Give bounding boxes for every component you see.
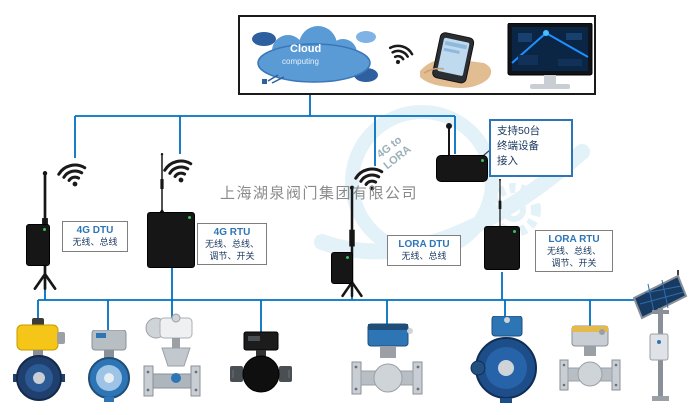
butterfly-valve-yellow-actuator-image	[13, 318, 65, 401]
capacity-note-box: 支持50台 终端设备 接入	[489, 119, 573, 177]
butterfly-valve-yellow-actuator	[12, 316, 66, 407]
device-desc: 调节、开关	[209, 250, 255, 261]
butterfly-valve-compact-actuator-image	[88, 329, 130, 402]
desktop-monitor-photo	[507, 23, 593, 89]
wifi-icon	[55, 160, 91, 192]
cloud-title: Cloud	[290, 43, 322, 55]
device-title: LORA RTU	[548, 234, 600, 245]
device-title: LORA DTU	[398, 239, 450, 250]
flanged-ball-valve-blue-actuator	[350, 322, 424, 409]
device-title: 4G RTU	[213, 227, 251, 238]
device-desc: 调节、开关	[551, 257, 597, 268]
solar-monitoring-pole	[628, 268, 692, 407]
solar-monitoring-pole-image	[632, 268, 688, 401]
butterfly-valve-large-blue-actuator-image	[470, 315, 537, 403]
device-lora-rtu	[484, 226, 520, 270]
note-line: 接入	[497, 155, 518, 168]
black-ball-valve	[230, 330, 292, 403]
wifi-icon	[161, 156, 197, 188]
butterfly-valve-compact-actuator	[84, 329, 134, 407]
black-ball-valve-image	[230, 331, 292, 393]
cloud-subtitle: computing	[282, 57, 319, 66]
device-desc: 无线、总线、	[546, 246, 601, 256]
device-4g-rtu	[147, 212, 195, 268]
whip-antenna-icon	[155, 152, 169, 219]
device-4g-dtu	[26, 224, 50, 266]
cloud-computing-graphic	[252, 26, 378, 84]
device-4g-lora-gateway	[436, 155, 488, 182]
flanged-ball-valve-blue-actuator-image	[351, 323, 423, 395]
device-lora-dtu	[331, 252, 353, 284]
label-lora-dtu: LORA DTU 无线、总线	[387, 235, 461, 266]
device-title: 4G DTU	[76, 225, 114, 236]
note-line: 支持50台	[497, 125, 541, 137]
gate-valve-electric-actuator-image	[143, 313, 201, 397]
note-line: 终端设备	[497, 140, 539, 153]
gate-valve-electric-actuator	[142, 312, 202, 409]
butterfly-valve-large-blue-actuator	[470, 315, 542, 409]
flanged-ball-valve-silver-actuator-image	[559, 325, 621, 391]
label-4g-dtu: 4G DTU 无线、总线	[62, 221, 128, 252]
device-desc: 无线、总线	[401, 251, 447, 261]
device-desc: 无线、总线、	[204, 239, 259, 249]
hand-holding-phone-photo	[420, 32, 492, 88]
company-watermark: 上海湖泉阀门集团有限公司	[220, 185, 419, 202]
label-4g-rtu: 4G RTU 无线、总线、 调节、开关	[197, 223, 267, 266]
label-lora-rtu: LORA RTU 无线、总线、 调节、开关	[535, 230, 613, 273]
cloud-platform-panel: Cloud computing	[238, 15, 596, 95]
flanged-ball-valve-silver-actuator	[558, 324, 622, 409]
device-desc: 无线、总线	[72, 237, 118, 247]
